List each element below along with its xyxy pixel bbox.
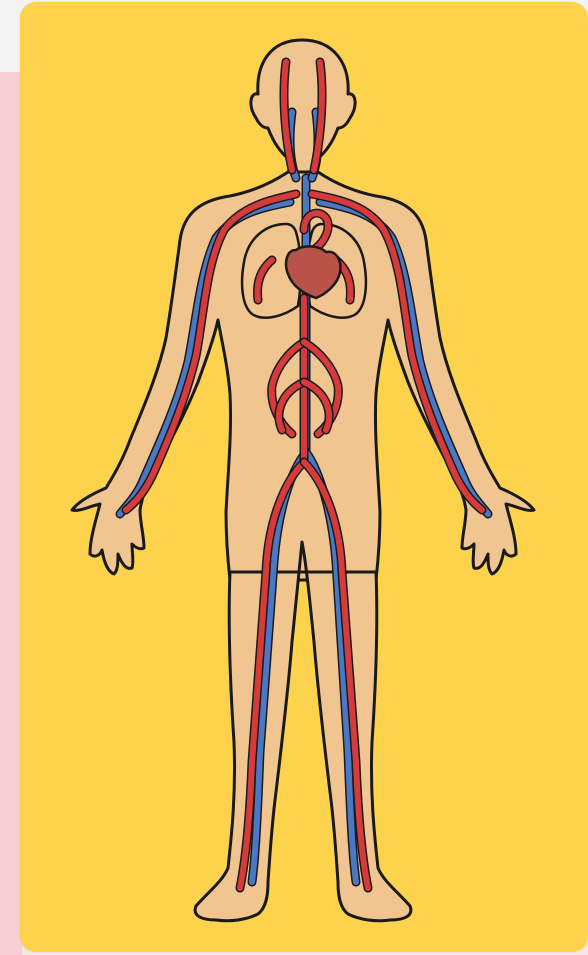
circulatory-system-illustration bbox=[20, 2, 588, 952]
illustration-card bbox=[20, 2, 588, 952]
page-left-background bbox=[0, 72, 22, 955]
